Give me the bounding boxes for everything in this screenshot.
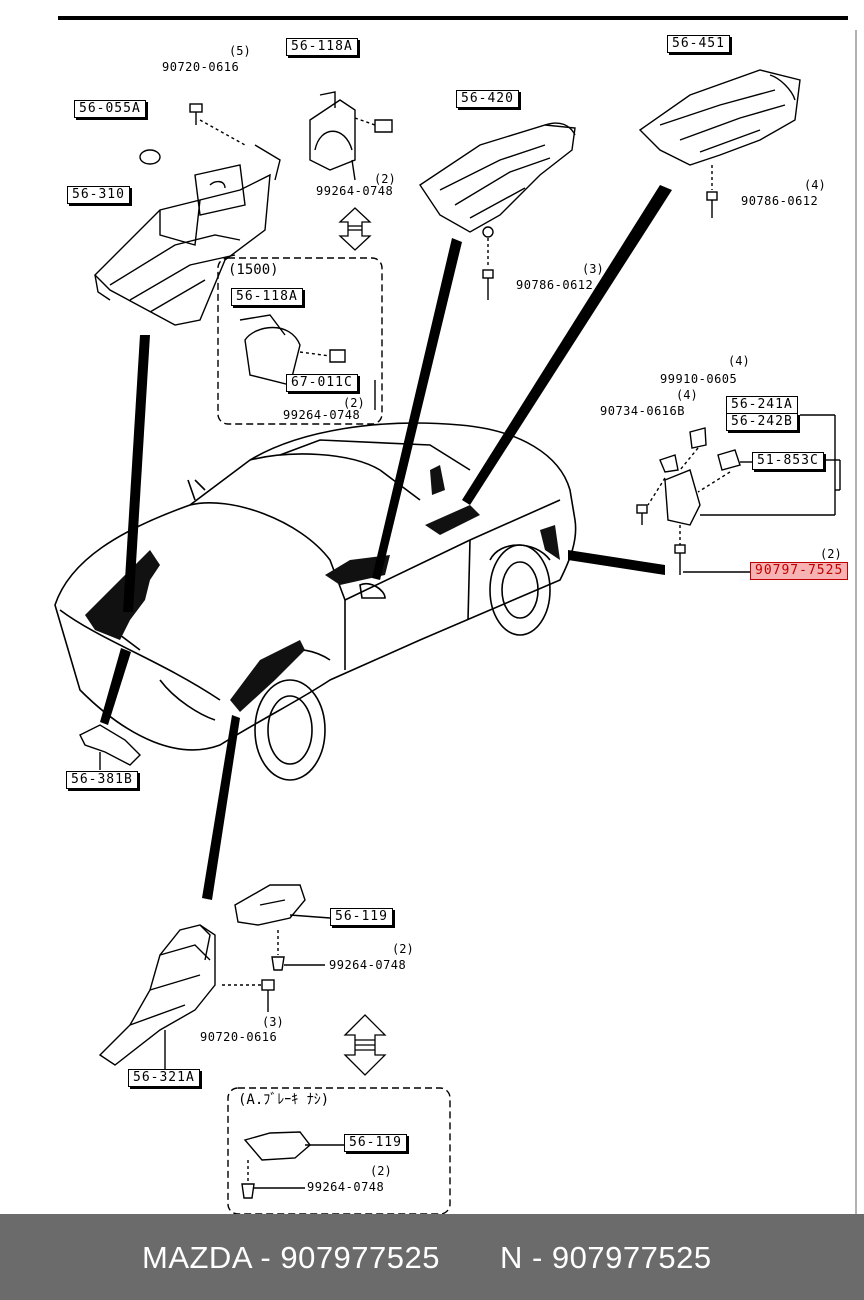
bracket-56-119-box: [241, 1131, 345, 1199]
part-56-420[interactable]: 56-420: [456, 90, 519, 108]
part-56-321A[interactable]: 56-321A: [128, 1069, 200, 1087]
variant-box-1500: [217, 257, 383, 425]
variant-title-1500: (1500): [228, 262, 279, 278]
part-56-310[interactable]: 56-310: [67, 186, 130, 204]
part-56-451[interactable]: 56-451: [667, 35, 730, 53]
parts-diagram: [54, 16, 857, 1214]
fastener-99910-0605[interactable]: 99910-0605: [660, 372, 738, 386]
part-56-381B[interactable]: 56-381B: [66, 771, 138, 789]
part-56-242B[interactable]: 56-242B: [726, 413, 798, 431]
swap-arrow-bottom: [343, 1014, 387, 1076]
bracket-56-381B: [79, 724, 141, 770]
part-56-118A-box[interactable]: 56-118A: [231, 288, 303, 306]
qty-99264-lower: (2): [392, 942, 414, 956]
car-shield-highlights: [85, 465, 560, 712]
part-67-011C[interactable]: 67-011C: [286, 374, 358, 392]
fastener-99264-0748-bottom[interactable]: 99264-0748: [307, 1180, 385, 1194]
footer-bar: MAZDA - 907977525 N - 907977525: [0, 1214, 864, 1300]
qty-99264-bottom: (2): [370, 1164, 392, 1178]
part-56-118A-top[interactable]: 56-118A: [286, 38, 358, 56]
cover-56-118A-box: [239, 314, 376, 410]
qty-90734: (4): [676, 388, 698, 402]
bracket-56-119: [234, 884, 331, 971]
qty-99264-top: (2): [374, 172, 396, 186]
fastener-90786-0612-right[interactable]: 90786-0612: [741, 194, 819, 208]
part-51-853C[interactable]: 51-853C: [752, 452, 824, 470]
part-56-055A[interactable]: 56-055A: [74, 100, 146, 118]
splash-56-321A: [98, 924, 275, 1070]
bracket-56-241A: [636, 414, 841, 575]
fastener-90734-0616B[interactable]: 90734-0616B: [600, 404, 685, 418]
leader-wedges: [100, 185, 672, 900]
qty-90720-top: (5): [229, 44, 251, 58]
fastener-99264-0748-lower[interactable]: 99264-0748: [329, 958, 407, 972]
part-90797-7525-highlighted[interactable]: 90797-7525: [750, 562, 849, 580]
part-56-241A[interactable]: 56-241A: [726, 396, 798, 413]
qty-99264-box: (2): [343, 396, 365, 410]
fastener-99264-0748-box[interactable]: 99264-0748: [283, 408, 361, 422]
part-56-119-box[interactable]: 56-119: [344, 1134, 407, 1152]
variant-title-brake: (A.ﾌﾞﾚｰｷ ﾅｼ): [238, 1092, 330, 1108]
swap-arrow-top: [338, 207, 372, 251]
cover-56-118A-top: [309, 91, 393, 181]
shield-56-420: [419, 122, 576, 300]
shield-56-451: [638, 69, 801, 218]
fastener-90720-0616-top[interactable]: 90720-0616: [162, 60, 240, 74]
fastener-90786-0612-mid[interactable]: 90786-0612: [516, 278, 594, 292]
footer-brand-part-number: MAZDA - 907977525: [142, 1240, 441, 1275]
fastener-99264-0748-top[interactable]: 99264-0748: [316, 184, 394, 198]
qty-99910: (4): [728, 354, 750, 368]
variant-box-brake: [227, 1087, 451, 1214]
fastener-90720-0616-lower[interactable]: 90720-0616: [200, 1030, 278, 1044]
qty-90720-lower: (3): [262, 1015, 284, 1029]
part-56-119[interactable]: 56-119: [330, 908, 393, 926]
qty-90786-right: (4): [804, 178, 826, 192]
bolt-90720-top: [189, 103, 246, 146]
undercover-56-310: [94, 144, 281, 326]
qty-90786-mid: (3): [582, 262, 604, 276]
qty-90797: (2): [820, 547, 842, 561]
footer-alt-part-number: N - 907977525: [500, 1240, 712, 1275]
